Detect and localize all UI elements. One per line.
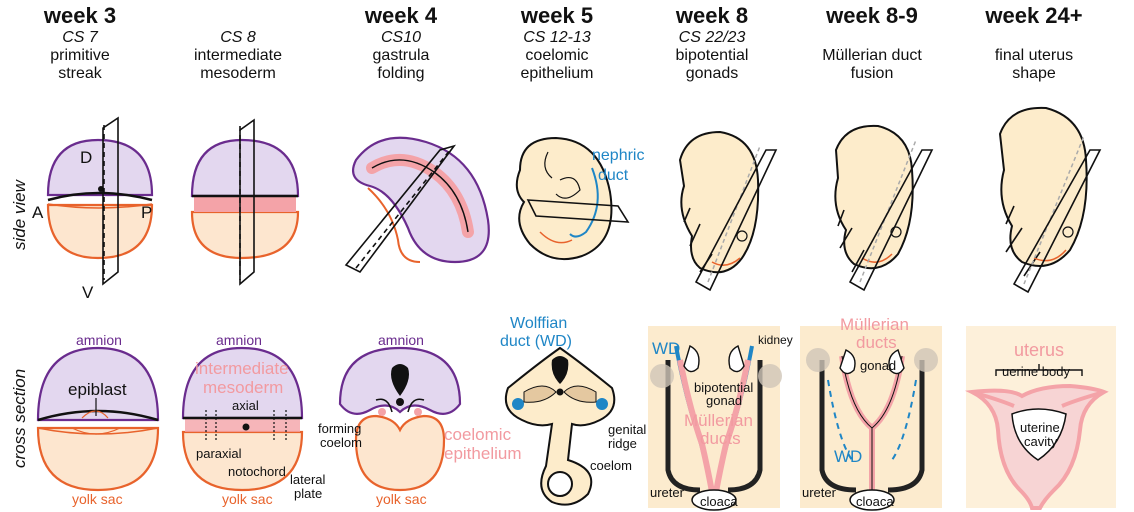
wd-label-2: WD [834, 447, 862, 466]
kidney-label: kidney [758, 333, 793, 347]
side-week24-fetus [1000, 108, 1100, 292]
cross-primitive-streak [38, 348, 158, 490]
mullerian-ducts-label-4: ducts [856, 333, 897, 352]
cross-coelomic-epithelium [506, 348, 614, 505]
uterine-cavity-label-1: uterine [1020, 420, 1060, 435]
coelomic-epithelium-label-2: epithelium [444, 444, 522, 463]
gonad-label: gonad [860, 358, 896, 373]
axis-ventral-label: V [82, 283, 94, 302]
axial-label: axial [232, 398, 259, 413]
mullerian-ducts-label-2: ducts [700, 429, 741, 448]
yolk-sac-label-1: yolk sac [72, 491, 123, 507]
wolffian-duct-label-2: duct (WD) [500, 333, 572, 350]
coelom-label: coelom [590, 458, 632, 473]
nephric-duct-label-1: nephric [592, 147, 644, 164]
side-intermediate-mesoderm [192, 120, 298, 284]
ureter-label-2: ureter [802, 485, 837, 500]
intermediate-mesoderm-label-1: intermediate [195, 359, 289, 378]
amnion-label-1: amnion [76, 332, 122, 348]
lateral-plate-label-2: plate [294, 486, 322, 501]
axis-dorsal-label: D [80, 148, 92, 167]
lateral-plate-label-1: lateral [290, 472, 326, 487]
mullerian-ducts-label-1: Müllerian [684, 411, 753, 430]
cloaca-label-2: cloaca [856, 494, 894, 509]
uterus-label: uterus [1014, 340, 1064, 360]
genital-ridge-label-2: ridge [608, 436, 637, 451]
notochord-label: notochord [228, 464, 286, 479]
side-gastrula-folding [346, 138, 489, 272]
paraxial-label: paraxial [196, 446, 242, 461]
amnion-label-3: amnion [378, 332, 424, 348]
wolffian-duct-label-1: Wolffian [510, 315, 567, 332]
axis-posterior-label: P [141, 203, 152, 222]
ureter-label-1: ureter [650, 485, 685, 500]
yolk-sac-label-3: yolk sac [376, 491, 427, 507]
coelomic-epithelium-label-1: coelomic [444, 425, 512, 444]
wd-label-1: WD [652, 339, 680, 358]
axis-anterior-label: A [32, 203, 44, 222]
bipotential-gonad-label-2: gonad [706, 393, 742, 408]
side-week89-fetus [835, 126, 932, 290]
amnion-label-2: amnion [216, 332, 262, 348]
side-week8-fetus [680, 132, 776, 290]
yolk-sac-label-2: yolk sac [222, 491, 273, 507]
forming-coelom-label-2: coelom [320, 435, 362, 450]
cloaca-label-1: cloaca [700, 494, 738, 509]
uterine-body-label: uerine body [1002, 364, 1070, 379]
mullerian-ducts-label-3: Müllerian [840, 315, 909, 334]
side-primitive-streak [48, 118, 152, 284]
cross-gastrula-folding [340, 348, 460, 490]
forming-coelom-label-1: forming [318, 421, 361, 436]
uterine-cavity-label-2: cavity [1024, 434, 1058, 449]
intermediate-mesoderm-label-2: mesoderm [203, 378, 283, 397]
genital-ridge-label-1: genital [608, 422, 646, 437]
epiblast-label: epiblast [68, 380, 127, 399]
nephric-duct-label-2: duct [598, 167, 629, 184]
cross-mullerian-fusion [800, 326, 942, 510]
